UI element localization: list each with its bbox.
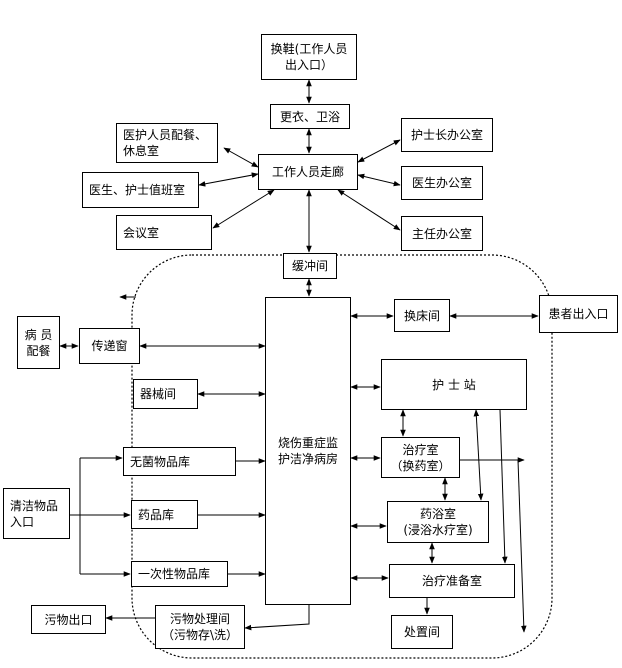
arrow-corridor-dining-rest	[223, 147, 259, 168]
node-disposable-storage: 一次性物品库	[131, 561, 228, 587]
arrow-nurse-station-bath	[473, 409, 484, 501]
node-patient-dining: 病 员 配餐	[17, 316, 60, 369]
node-changing-shoes: 换鞋(工作人员 出入口）	[261, 34, 357, 80]
arrow-ward-dirty-processing	[244, 605, 310, 631]
node-meeting-room: 会议室	[116, 215, 212, 250]
node-patient-entrance: 患者出入口	[539, 295, 618, 333]
node-bed-change-room: 换床间	[394, 299, 450, 332]
arrow-corridor-director	[337, 189, 401, 231]
node-staff-corridor: 工作人员走廊	[258, 154, 358, 190]
node-clean-entrance: 清洁物品 入口	[3, 488, 70, 539]
node-changing-room: 更衣、卫浴	[270, 104, 350, 129]
node-pass-window: 传递窗	[79, 328, 140, 364]
node-duty-room: 医生、护士值班室	[82, 172, 199, 208]
node-dirty-exit: 污物出口	[31, 605, 106, 634]
arrow-corridor-meeting	[212, 189, 275, 229]
arrow-nurse-station-prep	[499, 409, 508, 564]
node-treatment-prep: 治疗准备室	[389, 564, 515, 598]
node-disposal-room: 处置间	[391, 615, 453, 649]
clean-zone-boundary	[131, 254, 553, 659]
node-director-office: 主任办公室	[401, 216, 483, 251]
arrow-right-trunk-disposal	[517, 459, 527, 633]
arrow-corridor-doctor	[357, 173, 401, 187]
node-staff-dining-rest: 医护人员配餐、 休息室	[116, 123, 218, 163]
node-doctor-office: 医生办公室	[401, 166, 483, 200]
arrow-corridor-head-nurse	[357, 139, 401, 163]
node-bath-room: 药浴室 (浸浴水疗室)	[387, 501, 489, 543]
node-head-nurse-office: 护士长办公室	[401, 118, 493, 152]
node-sterile-storage: 无菌物品库	[123, 447, 236, 476]
node-buffer-room: 缓冲间	[283, 253, 337, 279]
node-nurse-station: 护 士 站	[381, 359, 527, 410]
node-pharmacy: 药品库	[131, 500, 198, 529]
node-treatment-room: 治疗室 （换药室）	[381, 437, 460, 478]
node-dirty-processing: 污物处理间 （污物存\洗）	[155, 605, 245, 649]
node-burn-ward: 烧伤重症监 护洁净病房	[265, 297, 351, 605]
node-instrument-room: 器械间	[133, 379, 198, 409]
arrow-corridor-duty	[198, 172, 259, 187]
